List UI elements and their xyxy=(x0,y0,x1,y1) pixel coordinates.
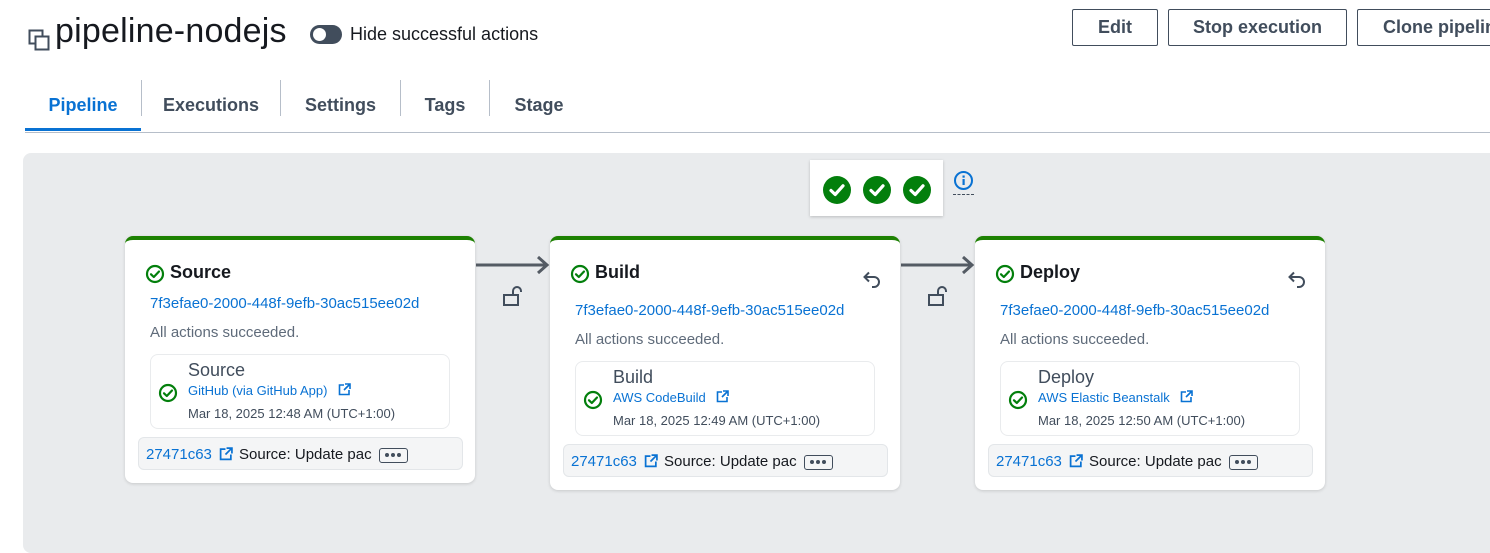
action-timestamp: Mar 18, 2025 12:49 AM (UTC+1:00) xyxy=(613,413,821,428)
external-link-icon[interactable] xyxy=(219,447,233,461)
tab-bar: Pipeline Executions Settings Tags Stage xyxy=(25,78,1490,133)
action-timestamp: Mar 18, 2025 12:50 AM (UTC+1:00) xyxy=(1038,413,1246,428)
action-provider-link[interactable]: AWS CodeBuild xyxy=(613,390,730,405)
tab-settings[interactable]: Settings xyxy=(304,94,376,115)
stage-card-source: Source 7f3efae0-2000-448f-9efb-30ac515ee… xyxy=(125,236,475,483)
info-icon[interactable] xyxy=(953,170,974,191)
stage-title: Build xyxy=(595,262,640,282)
check-circle-icon xyxy=(823,176,851,204)
action-provider-label: GitHub (via GitHub App) xyxy=(188,383,328,398)
tab-executions[interactable]: Executions xyxy=(162,94,260,115)
ellipsis-icon[interactable] xyxy=(379,448,408,463)
clone-pipeline-button[interactable]: Clone pipeline xyxy=(1357,9,1490,46)
ellipsis-icon[interactable] xyxy=(804,455,833,470)
stage-status-text: All actions succeeded. xyxy=(575,331,725,348)
commit-id-link[interactable]: 27471c63 xyxy=(996,453,1062,470)
stage-status-text: All actions succeeded. xyxy=(150,324,300,341)
execution-id-link[interactable]: 7f3efae0-2000-448f-9efb-30ac515ee02d xyxy=(150,295,420,312)
arrow-right-icon xyxy=(901,255,975,275)
action-card: Build AWS CodeBuild Mar 18, 2025 12:49 A… xyxy=(575,361,875,436)
page-title: pipeline-nodejs xyxy=(55,12,287,50)
hide-successful-toggle[interactable] xyxy=(310,25,342,44)
action-provider-link[interactable]: GitHub (via GitHub App) xyxy=(188,383,351,398)
toggle-label: Hide successful actions xyxy=(350,24,539,44)
tab-tags[interactable]: Tags xyxy=(424,94,466,115)
info-underline xyxy=(953,194,974,195)
stage-title: Source xyxy=(170,262,232,282)
commit-message: Source: Update pac xyxy=(239,446,372,463)
commit-bar: 27471c63 Source: Update pac xyxy=(563,444,888,477)
stage-card-build: Build 7f3efae0-2000-448f-9efb-30ac515ee0… xyxy=(550,236,900,490)
action-name: Deploy xyxy=(1038,367,1095,387)
action-provider-label: AWS Elastic Beanstalk xyxy=(1038,390,1170,405)
action-card: Source GitHub (via GitHub App) Mar 18, 2… xyxy=(150,354,450,429)
check-circle-icon xyxy=(145,264,165,284)
check-circle-icon xyxy=(1008,390,1028,410)
toggle-knob xyxy=(313,28,326,41)
unlock-icon[interactable] xyxy=(927,285,947,307)
edit-button[interactable]: Edit xyxy=(1072,9,1158,46)
active-tab-indicator xyxy=(25,128,141,131)
check-circle-icon xyxy=(903,176,931,204)
stage-title: Deploy xyxy=(1020,262,1081,282)
action-provider-label: AWS CodeBuild xyxy=(613,390,706,405)
external-link-icon[interactable] xyxy=(644,454,658,468)
external-link-icon xyxy=(1181,390,1194,403)
tab-divider xyxy=(280,80,281,116)
external-link-icon xyxy=(717,390,730,403)
stop-execution-button[interactable]: Stop execution xyxy=(1168,9,1347,46)
copy-icon xyxy=(28,29,50,51)
revert-icon[interactable] xyxy=(1284,268,1308,292)
action-name: Build xyxy=(613,367,654,387)
external-link-icon xyxy=(338,383,351,396)
commit-message: Source: Update pac xyxy=(1089,453,1222,470)
check-circle-icon xyxy=(570,264,590,284)
check-circle-icon xyxy=(995,264,1015,284)
stage-status-summary xyxy=(810,160,943,216)
commit-message: Source: Update pac xyxy=(664,453,797,470)
tab-divider xyxy=(400,80,401,116)
arrow-right-icon xyxy=(476,255,550,275)
stage-card-deploy: Deploy 7f3efae0-2000-448f-9efb-30ac515ee… xyxy=(975,236,1325,490)
tab-divider xyxy=(489,80,490,116)
action-name: Source xyxy=(188,360,246,380)
commit-bar: 27471c63 Source: Update pac xyxy=(138,437,463,470)
check-circle-icon xyxy=(158,383,178,403)
unlock-icon[interactable] xyxy=(502,285,522,307)
check-circle-icon xyxy=(863,176,891,204)
external-link-icon[interactable] xyxy=(1069,454,1083,468)
execution-id-link[interactable]: 7f3efae0-2000-448f-9efb-30ac515ee02d xyxy=(575,302,845,319)
revert-icon[interactable] xyxy=(859,268,883,292)
action-provider-link[interactable]: AWS Elastic Beanstalk xyxy=(1038,390,1194,405)
tab-stage[interactable]: Stage xyxy=(514,94,564,115)
tab-divider xyxy=(141,80,142,116)
tab-pipeline[interactable]: Pipeline xyxy=(48,94,118,115)
check-circle-icon xyxy=(583,390,603,410)
stage-status-text: All actions succeeded. xyxy=(1000,331,1150,348)
commit-bar: 27471c63 Source: Update pac xyxy=(988,444,1313,477)
commit-id-link[interactable]: 27471c63 xyxy=(571,453,637,470)
execution-id-link[interactable]: 7f3efae0-2000-448f-9efb-30ac515ee02d xyxy=(1000,302,1270,319)
action-timestamp: Mar 18, 2025 12:48 AM (UTC+1:00) xyxy=(188,406,396,421)
commit-id-link[interactable]: 27471c63 xyxy=(146,446,212,463)
action-card: Deploy AWS Elastic Beanstalk Mar 18, 202… xyxy=(1000,361,1300,436)
ellipsis-icon[interactable] xyxy=(1229,455,1258,470)
